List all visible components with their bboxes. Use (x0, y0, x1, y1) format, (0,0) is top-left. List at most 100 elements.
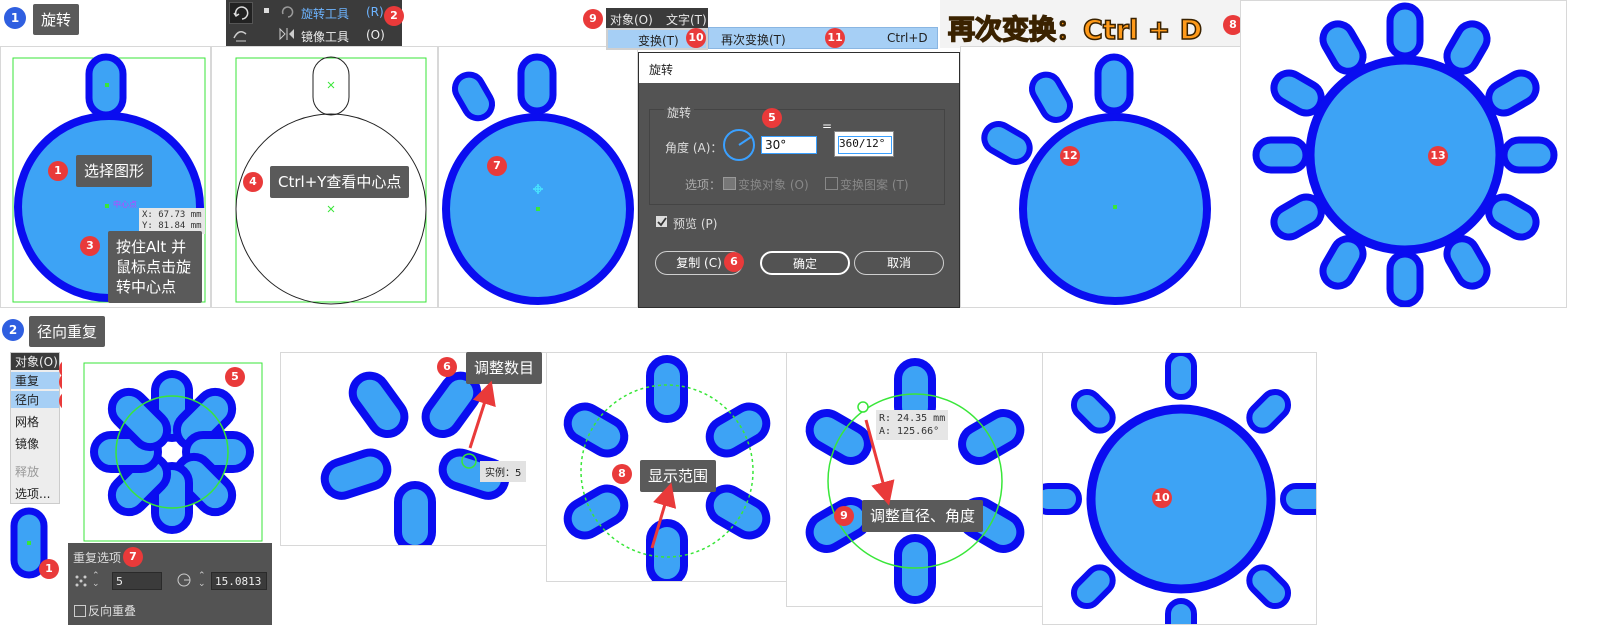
preview-label: 预览 (P) (673, 217, 718, 231)
checkbox-preview[interactable] (656, 216, 667, 227)
selection-bounds (83, 362, 263, 542)
angle-expression[interactable]: 360/12° (838, 136, 892, 154)
radius-angle-tooltip: R: 24.35 mm A: 125.66° (876, 410, 949, 440)
petal-shape (1070, 388, 1116, 434)
callout-outline: Ctrl+Y查看中心点 (270, 166, 410, 198)
dialog-title: 旋转 (649, 63, 674, 77)
petal-shape (1165, 598, 1197, 624)
repeat-menu: 对象(O) 重复 径向 网格 镜像 释放 选项... (10, 352, 60, 504)
coordinate-tooltip: X: 67.73 mm Y: 81.84 mm (139, 208, 205, 234)
menu-again-label: 再次变换(T) (721, 33, 786, 47)
callout-adjust-count: 调整数目 (466, 352, 543, 384)
marker-outline: 4 (243, 172, 263, 192)
menu-transform-again[interactable]: 再次变换(T) Ctrl+D (708, 27, 938, 49)
petal-shape (1252, 136, 1310, 174)
equals-sign: = (822, 119, 833, 133)
final-flower-result (1043, 353, 1316, 624)
section-1-number: 1 (4, 7, 26, 29)
tip-radius: R: 24.35 mm (879, 413, 946, 424)
petal-shape (646, 355, 688, 423)
petal-shape (1280, 483, 1316, 515)
cancel-button[interactable]: 取消 (854, 251, 944, 275)
menu-mirror[interactable]: 镜像 (15, 437, 40, 451)
marker-radial: 5 (225, 367, 245, 387)
adjusted-ring-result (805, 358, 1025, 604)
dialog-rotate-group (649, 109, 945, 205)
menu-release[interactable]: 释放 (15, 465, 40, 479)
menubar: 对象(O) 文字(T) (606, 8, 708, 28)
menu-object-2[interactable]: 对象(O) (11, 353, 59, 370)
angle-dial-icon[interactable] (722, 128, 756, 162)
callout-range: 显示范围 (640, 460, 717, 492)
menu-again-shortcut: Ctrl+D (887, 31, 928, 45)
petal-shape (107, 387, 172, 452)
petal-shape (1165, 353, 1197, 400)
section-1-title: 旋转 (33, 4, 80, 35)
panel-single-petal (7, 505, 64, 585)
tip-angle: A: 125.66° (879, 426, 940, 437)
instances-tooltip: 实例：5 (480, 461, 527, 482)
petal-shape (1500, 136, 1558, 174)
transform-objects-label: 变换对象 (O) (738, 178, 809, 192)
marker-toolbar: 2 (384, 6, 404, 26)
count-stepper-icon[interactable]: ⌃⌄ (92, 571, 100, 589)
banner-text: 再次变换：Ctrl + D (947, 14, 1203, 47)
repeat-options-title: 重复选项 (73, 551, 122, 565)
petal-shape (705, 484, 771, 540)
dialog-group-label: 旋转 (664, 104, 695, 121)
panel-final-rotate (1240, 0, 1567, 308)
mirror-tool-label[interactable]: 镜像工具 (301, 30, 350, 44)
radius-input[interactable]: 15.0813 (211, 572, 267, 590)
menu-transform[interactable]: 变换(T) (608, 30, 706, 48)
coord-y: Y: 81.84 mm (142, 221, 202, 231)
count-handle (461, 453, 477, 469)
marker-rotated: 7 (487, 156, 507, 176)
petal-shape (1246, 388, 1292, 434)
checkbox-transform-objects[interactable] (723, 177, 736, 190)
marker-copy: 6 (724, 252, 744, 272)
callout-alt-click: 按住Alt 并鼠标点击旋转中心点 (108, 231, 202, 303)
reflect-tool-icon[interactable] (231, 26, 251, 44)
radius-stepper-icon[interactable]: ⌃⌄ (198, 571, 206, 589)
menu-object[interactable]: 对象(O) (610, 13, 653, 27)
ok-button[interactable]: 确定 (760, 251, 850, 275)
menu-options[interactable]: 选项... (15, 487, 51, 501)
petal-shape (563, 402, 629, 458)
marker-transform: 10 (686, 28, 706, 48)
petal-shape (646, 519, 688, 581)
count-input[interactable]: 5 (112, 572, 162, 590)
panel-show-range (546, 352, 788, 582)
options-label: 选项： (685, 178, 722, 192)
menu-radial[interactable]: 径向 (11, 391, 59, 408)
dialog-titlebar: 旋转 (639, 53, 959, 83)
menu-grid[interactable]: 网格 (15, 415, 40, 429)
center-circle (1086, 404, 1276, 594)
petal-shape (320, 448, 392, 500)
rotate-tool-icon[interactable] (229, 2, 253, 24)
mirror-icon (278, 26, 296, 42)
menu-text[interactable]: 文字(T) (666, 13, 707, 27)
menu-repeat[interactable]: 重复 (11, 372, 59, 389)
menu-transform-label: 变换(T) (638, 34, 679, 48)
marker-angle: 5 (762, 108, 782, 128)
checkbox-transform-patterns[interactable] (825, 177, 838, 190)
petal-shape (563, 484, 629, 540)
marker-banner: 8 (1223, 15, 1243, 35)
angle-expression-box: 360/12° (834, 131, 894, 157)
menu-dropdown: 变换(T) (606, 28, 708, 50)
angle-label: 角度 (A)： (665, 141, 723, 155)
callout-radius-angle: 调整直径、角度 (862, 500, 984, 532)
marker-radius-angle: 9 (834, 506, 854, 526)
tool-flyout: 旋转工具 (R) 镜像工具 (O) (226, 0, 402, 46)
angle-input[interactable]: 30° (761, 136, 817, 154)
petal-shape (705, 402, 771, 458)
checkbox-reverse-overlap[interactable] (74, 605, 86, 617)
callout-select-shape: 选择图形 (76, 155, 153, 187)
rotate-tool-label[interactable]: 旋转工具 (301, 7, 350, 21)
radius-handle (857, 401, 869, 413)
section-2-number: 2 (2, 319, 24, 341)
marker-single-petal: 1 (39, 559, 59, 579)
panel-radial-repeat (62, 352, 279, 542)
twelve-petal-result (1252, 2, 1558, 307)
panel-adjust-count (280, 352, 548, 546)
